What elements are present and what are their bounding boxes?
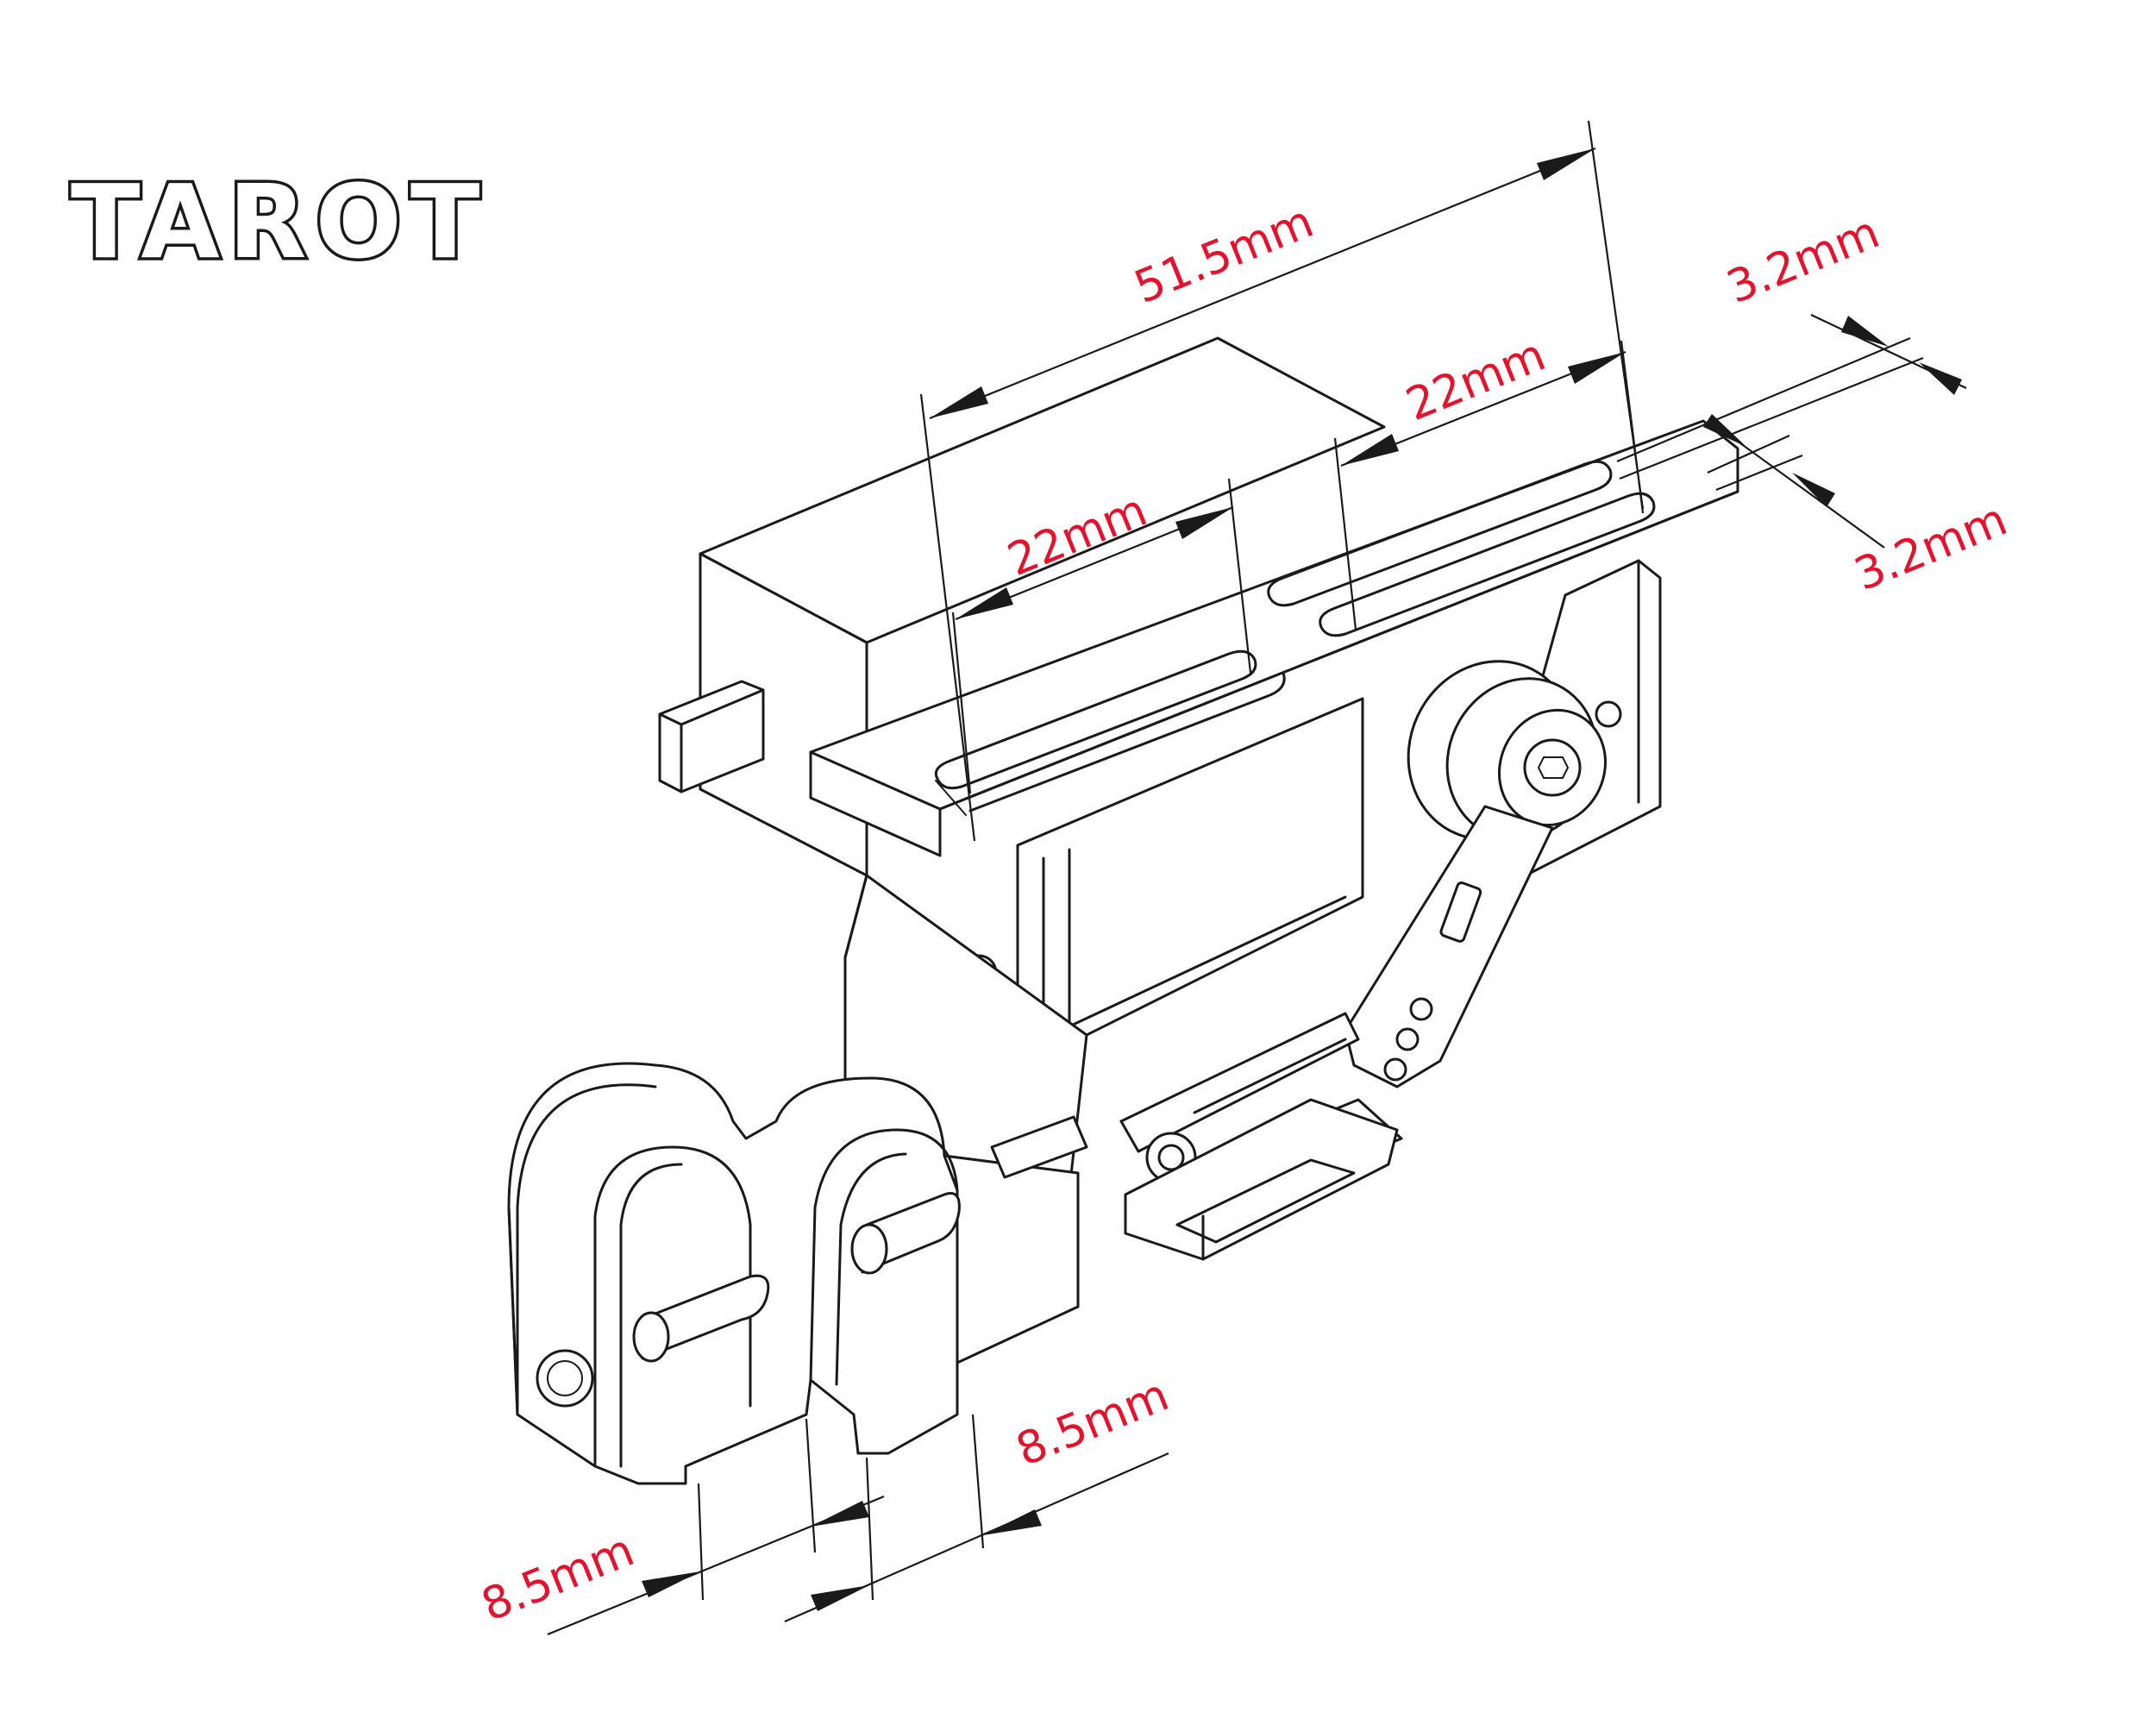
slot-right [1267,460,1656,637]
servo-body [658,336,1386,1037]
lock-block [1124,1098,1399,1261]
dimension-lines [547,120,1967,1636]
dim-label-overall: 51.5mm [1127,196,1320,314]
servo-horn [1344,660,1608,1088]
dim-label-slot-width-upper: 3.2mm [1720,206,1886,314]
dim-line-overall [929,147,1596,420]
slot-left [934,649,1286,816]
mounting-plate [809,419,1739,992]
clamp-frame [507,874,1088,1485]
dim-label-slot-right: 22mm [1399,329,1552,431]
tarot-logo: TAROT [68,160,488,285]
dim-label-clamp-left: 8.5mm [474,1524,641,1632]
extension-line [919,393,976,842]
dim-label-slot-width-lower: 3.2mm [1847,493,2014,601]
logo-wordmark: TAROT [71,162,488,281]
